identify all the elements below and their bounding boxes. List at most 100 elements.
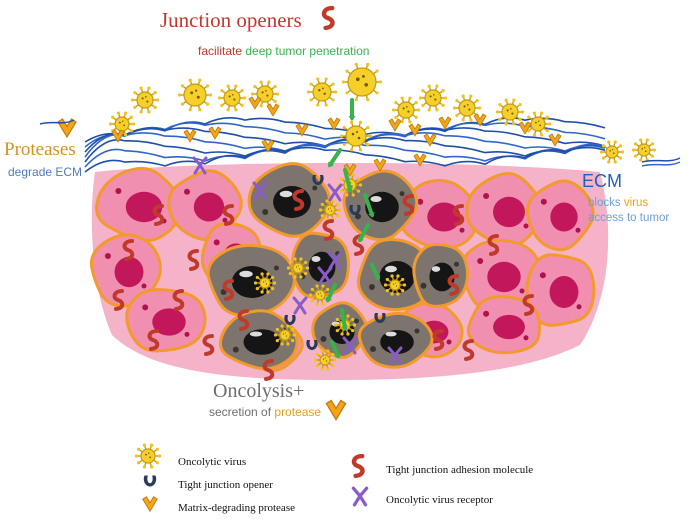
proteases-label-icon	[57, 118, 77, 139]
normal-cell	[466, 295, 541, 355]
cell-nucleus	[549, 276, 579, 308]
oncolytic-virus	[313, 349, 337, 371]
oncolysis-subtitle: secretion of protease	[209, 405, 321, 419]
oncolytic-virus-receptor	[252, 181, 268, 200]
matrix-degrading-protease	[388, 118, 402, 132]
ecm-access: access to tumor	[588, 212, 670, 224]
ecm-fiber	[84, 141, 606, 168]
oncolytic-virus-receptor	[327, 183, 343, 202]
ecm-title: ECM	[582, 171, 622, 191]
tight-junction-adhesion-molecule	[152, 204, 165, 226]
legend-protease: Matrix-degrading protease	[178, 502, 295, 514]
penetration-arrow	[330, 340, 341, 359]
tight-junction-adhesion-molecule	[292, 189, 305, 211]
subtitle-deep-penetration: deep tumor penetration	[245, 44, 370, 58]
tumor-cell	[247, 161, 332, 238]
tight-junction-adhesion-molecule	[222, 204, 235, 226]
oncolytic-virus	[599, 140, 625, 164]
tumor-nucleus	[243, 329, 281, 355]
oncolysis-title: Oncolysis+	[213, 380, 305, 402]
tight-junction-opener	[374, 313, 386, 323]
oncolytic-virus	[286, 257, 310, 279]
tight-junction-adhesion-molecule	[352, 234, 365, 256]
ecm-subtitle: blocks virus access to tumor	[588, 196, 669, 226]
matrix-degrading-protease	[423, 133, 437, 147]
normal-cell	[399, 179, 478, 251]
legend-oncolytic-virus: Oncolytic virus	[178, 456, 247, 468]
matrix-degrading-protease	[413, 153, 427, 167]
oncolytic-virus	[341, 62, 383, 102]
ecm-virus: virus	[623, 197, 649, 209]
oncolytic-virus	[306, 77, 338, 107]
cell-nucleus	[152, 308, 186, 336]
ecm-fiber	[84, 146, 606, 173]
oncolytic-virus	[383, 274, 407, 296]
matrix-degrading-protease	[408, 123, 422, 137]
proteases-title: Proteases	[4, 139, 76, 160]
tight-junction-opener	[312, 175, 324, 185]
tight-junction-adhesion-molecule	[147, 329, 160, 351]
title-adhesion-icon	[321, 5, 335, 31]
penetration-arrow	[370, 263, 381, 281]
oncolytic-virus	[273, 324, 297, 346]
oncolytic-virus	[418, 84, 448, 112]
normal-cell	[460, 238, 543, 312]
matrix-degrading-protease	[548, 133, 562, 147]
matrix-degrading-protease	[373, 158, 387, 172]
tight-junction-adhesion-molecule	[202, 334, 215, 356]
oncolytic-virus	[217, 84, 247, 112]
tumor-cell	[218, 309, 299, 371]
tight-junction-opener	[349, 205, 361, 215]
oncolytic-virus	[318, 199, 342, 221]
tight-junction-adhesion-molecule	[402, 194, 415, 216]
tight-junction-adhesion-molecule	[187, 249, 200, 271]
oncolytic-virus	[631, 138, 657, 162]
tight-junction-adhesion-molecule	[522, 294, 535, 316]
oncolytic-virus	[452, 94, 482, 122]
ecm-fiber	[84, 136, 606, 163]
oncolytic-virus	[391, 96, 421, 124]
tight-junction-adhesion-molecule	[122, 239, 135, 261]
junction-openers-subtitle: facilitate deep tumor penetration	[198, 44, 369, 58]
oncolytic-virus-receptor	[292, 296, 308, 315]
subtitle-facilitate: facilitate	[198, 44, 243, 58]
tight-junction-adhesion-molecule	[452, 204, 465, 226]
normal-cell	[465, 171, 544, 248]
tight-junction-opener	[306, 340, 318, 350]
proteases-label-fiber-icon	[39, 119, 75, 125]
legend-receptor-icon	[351, 486, 369, 507]
penetration-arrow	[363, 193, 375, 218]
oncolytic-virus-receptor	[387, 346, 403, 365]
oncolytic-virus-receptor	[317, 266, 333, 285]
cell-nucleus	[125, 191, 163, 223]
tumor-nucleus	[273, 186, 311, 218]
oncolytic-virus	[108, 111, 136, 137]
legend-virus-receptor: Oncolytic virus receptor	[386, 494, 493, 506]
oncolytic-virus	[130, 86, 160, 114]
legend-junction-opener: Tight junction opener	[178, 479, 273, 491]
oncolytic-virus	[177, 78, 213, 112]
matrix-degrading-protease	[208, 126, 222, 140]
matrix-degrading-protease	[438, 116, 452, 130]
oncolytic-virus	[495, 98, 525, 126]
legend-adhesion-molecule: Tight junction adhesion molecule	[386, 464, 534, 476]
legend-opener-icon	[143, 475, 157, 487]
matrix-degrading-protease	[518, 121, 532, 135]
tight-junction-adhesion-molecule	[237, 309, 250, 331]
matrix-degrading-protease	[343, 163, 357, 177]
tight-junction-adhesion-molecule	[222, 279, 235, 301]
proteases-subtitle: degrade ECM	[8, 165, 83, 179]
penetration-arrow	[340, 308, 349, 331]
cell-nucleus	[493, 314, 525, 340]
legend-protease-icon	[142, 496, 158, 513]
penetration-arrow	[357, 223, 370, 243]
matrix-degrading-protease	[266, 103, 280, 117]
normal-cell	[125, 288, 207, 353]
cell-nucleus	[114, 256, 144, 288]
oncolysis-protease: protease	[274, 405, 322, 419]
junction-openers-title: Junction openers	[160, 8, 302, 32]
tight-junction-adhesion-molecule	[172, 289, 185, 311]
legend-adhesion-icon	[351, 453, 365, 479]
cell-nucleus	[550, 202, 578, 232]
